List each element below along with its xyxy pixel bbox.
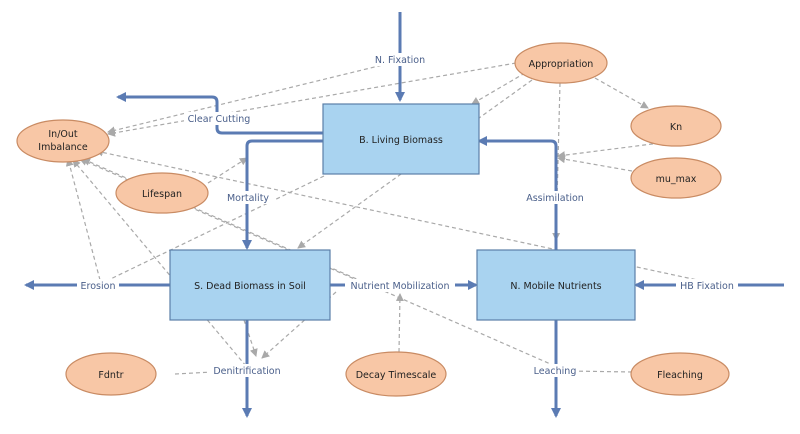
variable-lifespan[interactable]: Lifespan	[115, 172, 209, 214]
dep-decay-mobilization	[395, 293, 404, 353]
stock-mobile-nutrients[interactable]: N. Mobile Nutrients	[476, 249, 636, 321]
flow-label-hb-fixation: HB Fixation	[680, 281, 734, 292]
variable-appropriation[interactable]: Appropriation	[514, 42, 608, 84]
flow-assimilation	[477, 136, 558, 250]
stock-dead-biomass-label: S. Dead Biomass in Soil	[194, 281, 306, 292]
variable-decay-timescale[interactable]: Decay Timescale	[345, 351, 447, 397]
flow-label-clear-cutting: Clear Cutting	[188, 114, 251, 125]
dep-appropriation-inout	[107, 62, 517, 137]
stock-dead-biomass[interactable]: S. Dead Biomass in Soil	[169, 249, 331, 321]
fdntr-label: Fdntr	[98, 370, 123, 381]
dep-fdntr-denitrification	[174, 367, 233, 376]
flow-labels: N. Fixation Clear Cutting Mortality Assi…	[77, 53, 738, 377]
dep-lifespan-mortality	[207, 157, 248, 184]
dep-appropriation-dead	[297, 79, 533, 249]
dep-appropriation-kn	[594, 77, 649, 109]
dep-denitrification-inout	[72, 159, 247, 367]
dep-fleaching-leaching	[567, 367, 633, 376]
dep-appropriation-living	[471, 72, 526, 105]
flow-label-assimilation: Assimilation	[526, 193, 584, 204]
flow-label-nutrient-mobilization: Nutrient Mobilization	[351, 281, 450, 292]
lifespan-label: Lifespan	[142, 189, 182, 200]
variable-in-out-imbalance[interactable]: In/Out Imbalance	[16, 119, 110, 163]
dep-erosion-inout	[65, 158, 101, 281]
flow-mortality	[242, 139, 323, 250]
dep-dead-denitrification-2	[243, 319, 258, 357]
appropriation-label: Appropriation	[529, 59, 594, 70]
mu-max-label: mu_max	[656, 174, 697, 185]
in-out-label-line2: Imbalance	[38, 142, 88, 153]
stock-mobile-nutrients-label: N. Mobile Nutrients	[510, 281, 601, 292]
stock-living-biomass-label: B. Living Biomass	[359, 135, 443, 146]
kn-label: Kn	[670, 122, 682, 133]
flow-label-leaching: Leaching	[534, 366, 577, 377]
flow-label-n-fixation: N. Fixation	[375, 55, 425, 66]
variable-kn[interactable]: Kn	[630, 105, 722, 147]
variable-fleaching[interactable]: Fleaching	[630, 352, 730, 396]
stock-living-biomass[interactable]: B. Living Biomass	[322, 103, 480, 175]
dep-living-erosion	[95, 175, 325, 287]
flow-label-mortality: Mortality	[227, 193, 269, 204]
decay-timescale-label: Decay Timescale	[356, 370, 437, 381]
dep-kn-assimilation	[557, 142, 661, 160]
flow-label-erosion: Erosion	[81, 281, 116, 292]
fleaching-label: Fleaching	[657, 370, 703, 381]
flow-label-denitrification: Denitrification	[213, 366, 280, 377]
dep-fixation-inout	[107, 61, 396, 135]
variable-fdntr[interactable]: Fdntr	[65, 352, 157, 396]
in-out-label-line1: In/Out	[48, 129, 78, 140]
variable-mu-max[interactable]: mu_max	[630, 157, 722, 199]
dep-mumax-assimilation	[557, 155, 633, 172]
